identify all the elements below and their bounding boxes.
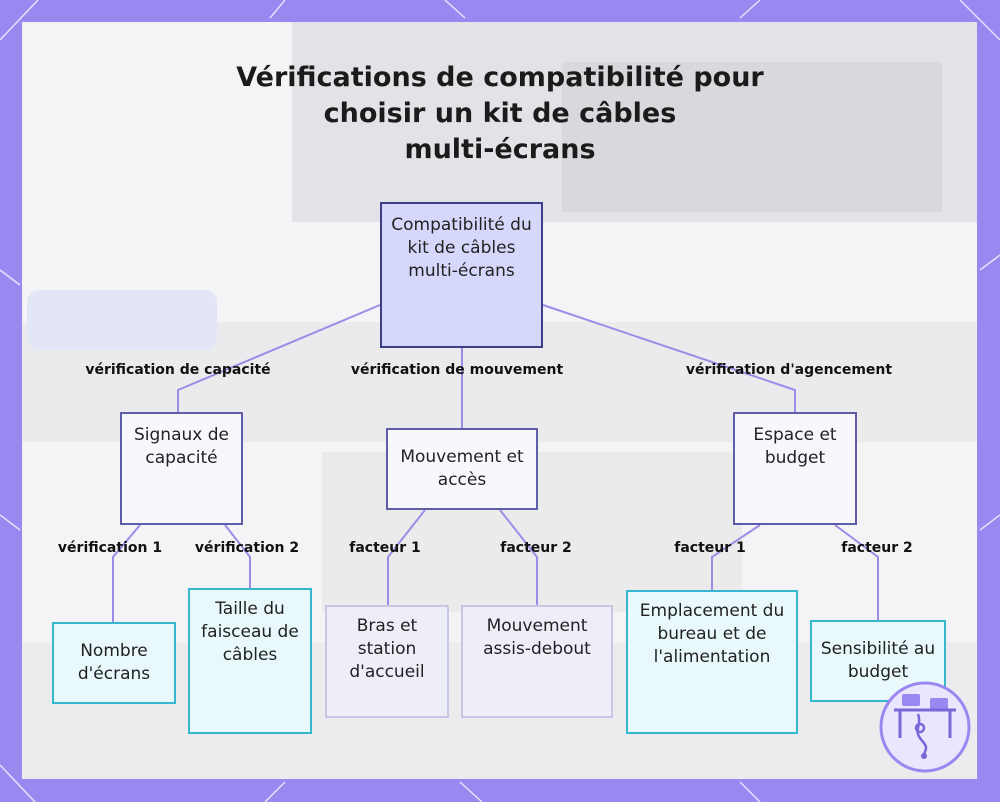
label-check-1: vérification 1	[58, 540, 162, 556]
desk-network-logo-icon	[878, 680, 972, 774]
node-bundle-size: Taille du faisceau de câbles	[188, 588, 312, 734]
label-layout-factor-2: facteur 2	[841, 540, 913, 556]
edge-root-layout	[543, 305, 795, 412]
label-movement-check: vérification de mouvement	[351, 362, 563, 378]
edge-layout-desk	[712, 525, 760, 590]
label-movement-factor-2: facteur 2	[500, 540, 572, 556]
node-capacity-signals: Signaux de capacité	[120, 412, 243, 525]
node-screen-count: Nombre d'écrans	[52, 622, 176, 704]
label-movement-factor-1: facteur 1	[349, 540, 421, 556]
node-desk-power: Emplacement du bureau et de l'alimentati…	[626, 590, 798, 734]
node-space-budget: Espace et budget	[733, 412, 857, 525]
edge-movement-sitstand	[500, 510, 537, 605]
edge-capacity-bundle	[225, 525, 250, 588]
label-layout-check: vérification d'agencement	[686, 362, 892, 378]
label-capacity-check: vérification de capacité	[85, 362, 270, 378]
node-arms-dock: Bras et station d'accueil	[325, 605, 449, 718]
label-layout-factor-1: facteur 1	[674, 540, 746, 556]
node-sit-stand: Mouvement assis-debout	[461, 605, 613, 718]
node-root: Compatibilité du kit de câbles multi-écr…	[380, 202, 543, 348]
label-check-2: vérification 2	[195, 540, 299, 556]
node-movement-access: Mouvement et accès	[386, 428, 538, 510]
edge-root-capacity	[178, 305, 380, 412]
edge-movement-arms	[388, 510, 425, 605]
